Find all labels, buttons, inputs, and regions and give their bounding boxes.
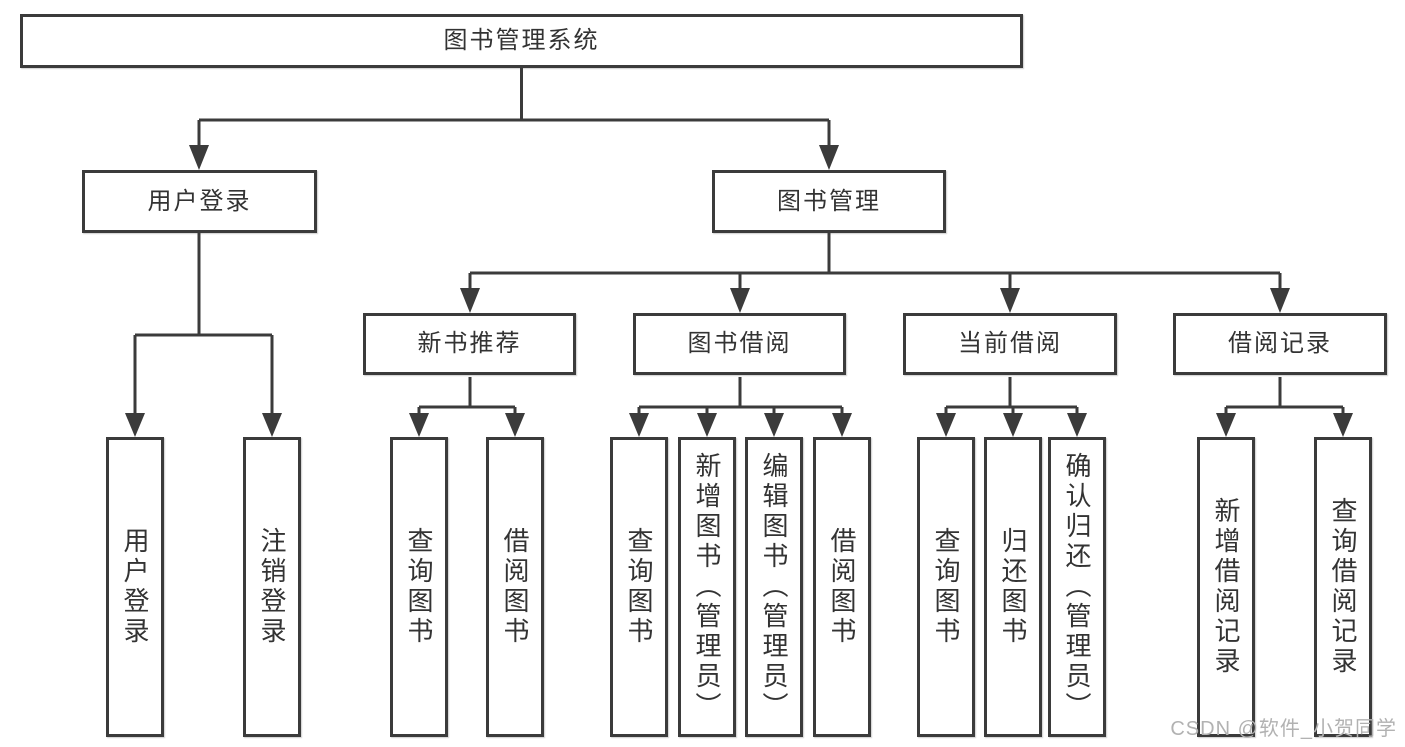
leaf-edit-book-admin: 编辑图书（管理员） xyxy=(745,437,803,737)
leaf-query-book-borrow-label: 查询图书 xyxy=(624,527,654,647)
leaf-add-borrow-record: 新增借阅记录 xyxy=(1197,437,1255,737)
leaf-edit-book-admin-label: 编辑图书（管理员） xyxy=(759,452,789,722)
leaf-borrow-book-borrow-label: 借阅图书 xyxy=(827,527,857,647)
leaf-query-book-current: 查询图书 xyxy=(917,437,975,737)
node-new-book-rec: 新书推荐 xyxy=(363,313,576,375)
node-user-login: 用户登录 xyxy=(82,170,317,233)
leaf-query-borrow-record: 查询借阅记录 xyxy=(1314,437,1372,737)
node-book-mgmt: 图书管理 xyxy=(712,170,946,233)
leaf-confirm-return-admin-label: 确认归还（管理员） xyxy=(1062,452,1092,722)
leaf-query-borrow-record-label: 查询借阅记录 xyxy=(1328,497,1358,677)
leaf-logout: 注销登录 xyxy=(243,437,301,737)
node-root: 图书管理系统 xyxy=(20,14,1023,68)
csdn-watermark: CSDN @软件_小贺同学 xyxy=(1170,718,1397,740)
node-borrow-records: 借阅记录 xyxy=(1173,313,1387,375)
leaf-query-book-newrec: 查询图书 xyxy=(390,437,448,737)
leaf-borrow-book-borrow: 借阅图书 xyxy=(813,437,871,737)
node-current-borrow: 当前借阅 xyxy=(903,313,1117,375)
leaf-query-book-borrow: 查询图书 xyxy=(610,437,668,737)
leaf-logout-label: 注销登录 xyxy=(257,527,287,647)
leaf-return-book-label: 归还图书 xyxy=(998,527,1028,647)
leaf-query-book-newrec-label: 查询图书 xyxy=(404,527,434,647)
leaf-add-borrow-record-label: 新增借阅记录 xyxy=(1211,497,1241,677)
node-book-borrow: 图书借阅 xyxy=(633,313,846,375)
leaf-add-book-admin: 新增图书（管理员） xyxy=(678,437,736,737)
leaf-user-login-label: 用户登录 xyxy=(120,527,150,647)
leaf-user-login: 用户登录 xyxy=(106,437,164,737)
leaf-return-book: 归还图书 xyxy=(984,437,1042,737)
leaf-add-book-admin-label: 新增图书（管理员） xyxy=(692,452,722,722)
leaf-borrow-book-newrec: 借阅图书 xyxy=(486,437,544,737)
leaf-borrow-book-newrec-label: 借阅图书 xyxy=(500,527,530,647)
leaf-confirm-return-admin: 确认归还（管理员） xyxy=(1048,437,1106,737)
leaf-query-book-current-label: 查询图书 xyxy=(931,527,961,647)
